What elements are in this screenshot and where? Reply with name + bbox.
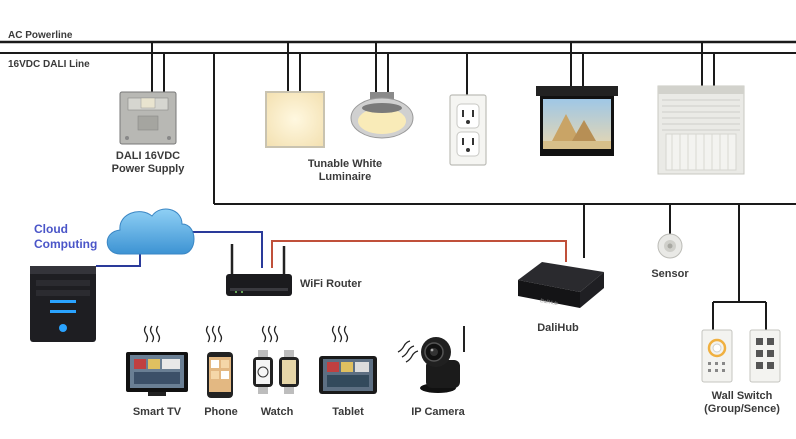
router-to-hub-link (271, 240, 567, 268)
downlight-image (350, 92, 414, 139)
server-image (30, 266, 96, 342)
cloud-computing-label-line1: Cloud (34, 222, 68, 236)
wall-switch-image (701, 329, 781, 383)
dali-line-label: 16VDC DALI Line (8, 59, 90, 70)
dalihub-image: DaliHub (518, 262, 604, 308)
outlet-image (449, 94, 487, 166)
bus-lines (0, 40, 796, 330)
ac-powerline-label: AC Powerline (8, 30, 73, 41)
network-links (96, 231, 567, 268)
sensor-label: Sensor (651, 268, 689, 280)
tunable-white-label-line1: Tunable White (307, 158, 383, 170)
smart-tv-image (126, 352, 188, 396)
ip-camera-label: IP Camera (411, 406, 465, 418)
cloud-computing-label-line2: Computing (34, 237, 98, 251)
tunable-white-label-line2: Luminaire (318, 171, 372, 183)
phone-image (207, 352, 233, 398)
power-supply-image (119, 91, 177, 145)
dalihub-brand-text: DaliHub (540, 298, 559, 307)
projection-screen-image (536, 86, 618, 156)
wall-switch-label-line1: Wall Switch (711, 390, 773, 402)
power-supply-label-line2: Power Supply (111, 163, 185, 175)
tablet-image (319, 356, 377, 394)
wifi-router-label: WiFi Router (300, 278, 362, 290)
power-supply-label-line1: DALI 16VDC (115, 150, 181, 162)
wifi-router-image (226, 244, 292, 296)
sensor-image (657, 233, 683, 259)
phone-label: Phone (204, 406, 238, 418)
ip-camera-image (420, 326, 465, 393)
tablet-label: Tablet (332, 406, 364, 418)
cloud-icon (106, 208, 195, 255)
cloud-to-router-link (190, 231, 263, 268)
tunable-white-label: Tunable White Luminaire (285, 158, 405, 184)
dalihub-label: DaliHub (537, 322, 579, 334)
watch-image (253, 350, 299, 394)
power-supply-label: DALI 16VDC Power Supply (103, 150, 193, 176)
cloud-computing-label: Cloud Computing (34, 222, 97, 252)
watch-label: Watch (260, 406, 294, 418)
cloud-to-server-link (96, 254, 141, 267)
window-blinds-image (657, 85, 745, 175)
smart-tv-label: Smart TV (132, 406, 182, 418)
wireless-signal-icons (143, 325, 419, 363)
wall-switch-label: Wall Switch (Group/Sence) (694, 390, 790, 416)
wall-switch-label-line2: (Group/Sence) (704, 403, 780, 415)
tunable-panel-image (265, 91, 325, 148)
